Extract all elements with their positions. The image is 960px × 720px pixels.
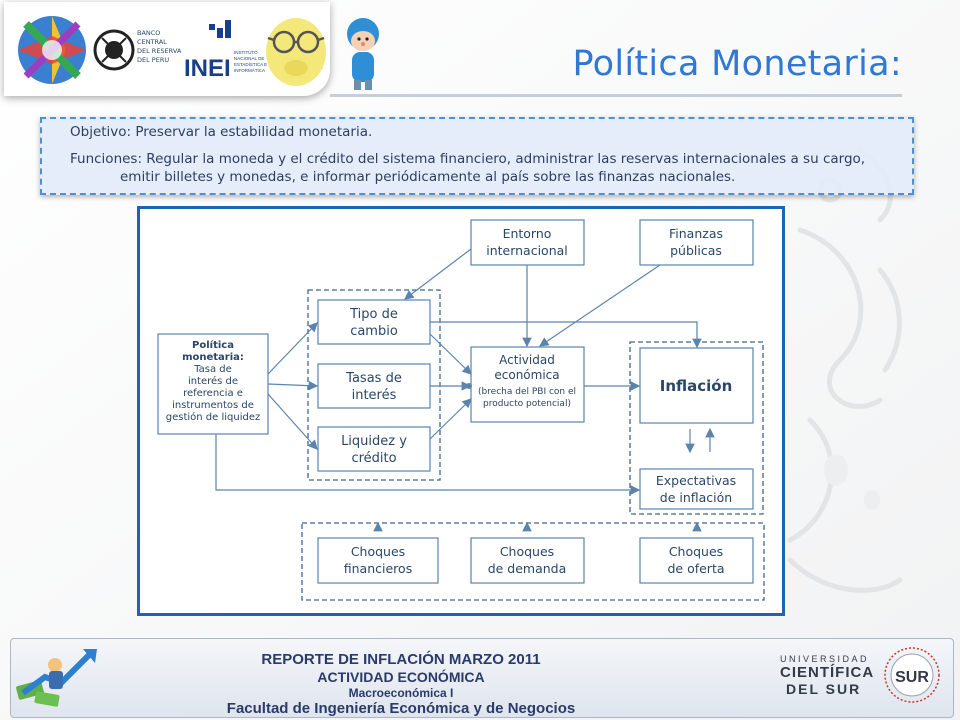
politica-line-2: monetaria: (182, 352, 244, 363)
actividad-line-1: Actividad (499, 353, 555, 367)
politica-line-3: Tasa de (193, 364, 232, 375)
finanzas-line-2: públicas (670, 243, 722, 258)
politica-monetaria-box (157, 333, 269, 435)
inei-sub-3: ESTADÍSTICA E (234, 61, 267, 67)
tipo-cambio-box (317, 299, 431, 345)
sur-seal-logo: SUR (884, 647, 940, 703)
inei-sub-2: NACIONAL DE (234, 56, 264, 61)
finanzas-line-1: Finanzas (669, 226, 723, 241)
monetary-policy-diagram: Política monetaria: Tasa de interés de r… (137, 206, 785, 616)
tipo-cambio-line-1: Tipo de (349, 307, 398, 322)
liquidez-line-2: crédito (351, 451, 396, 466)
inei-logo (209, 20, 231, 38)
tipo-cambio-line-2: cambio (350, 324, 398, 339)
choques-fin-line-1: Choques (351, 544, 405, 559)
liquidez-credito-box (317, 426, 431, 472)
choques-fin-line-2: financieros (344, 561, 412, 576)
politica-line-4: interés de (188, 375, 238, 387)
footer-line-3: Macroeconómica I (348, 686, 454, 700)
tasas-interes-line-1: Tasas de (345, 371, 402, 386)
bcrp-text-3: DEL RESERVA (137, 47, 182, 55)
politica-line-6: instrumentos de (172, 400, 254, 411)
cartoon-character-icon (347, 18, 379, 90)
bcrp-logo (93, 29, 135, 71)
choques-financieros-box (317, 537, 439, 584)
politica-line-1: Política (192, 339, 234, 351)
functions-line-2: emitir billetes y monedas, e informar pe… (120, 169, 736, 185)
university-line-2: CIENTÍFICA (780, 664, 875, 681)
politica-line-7: gestión de liquidez (166, 411, 261, 423)
entorno-line-1: Entorno (503, 226, 552, 241)
colorful-globe-logo (18, 16, 86, 84)
actividad-economica-box (470, 346, 585, 423)
footer-banner: REPORTE DE INFLACIÓN MARZO 2011 ACTIVIDA… (0, 630, 960, 720)
actividad-sub-1: (brecha del PBI con el (478, 387, 576, 397)
university-line-1: UNIVERSIDAD (780, 654, 870, 664)
inflacion-label: Inflación (660, 377, 733, 395)
expectativas-line-2: de inflación (660, 490, 732, 505)
politica-line-5: referencia e (183, 388, 243, 399)
piggy-bank-icon (266, 18, 326, 86)
money-growth-icon (16, 649, 97, 707)
bcrp-text-1: BANCO (137, 29, 160, 37)
page-title: Política Monetaria: (572, 44, 902, 84)
sur-seal-text: SUR (895, 669, 929, 686)
entorno-line-2: internacional (486, 243, 568, 258)
title-underline (330, 94, 902, 97)
bcrp-text-4: DEL PERU (137, 56, 169, 64)
footer-panel: REPORTE DE INFLACIÓN MARZO 2011 ACTIVIDA… (10, 638, 954, 718)
choques-ofe-line-1: Choques (669, 544, 723, 559)
functions-line-1: Funciones: Regular la moneda y el crédit… (70, 151, 866, 167)
finanzas-publicas-box (639, 219, 754, 266)
choques-demanda-box (470, 537, 585, 584)
diagram-arrows (215, 248, 715, 532)
inei-sub-4: INFORMÁTICA (234, 67, 265, 73)
expectativas-line-1: Expectativas (656, 473, 736, 488)
objective-text: Objetivo: Preservar la estabilidad monet… (70, 124, 373, 140)
tasas-interes-box (317, 363, 431, 409)
tasas-interes-line-2: interés (352, 388, 397, 403)
shocks-group (301, 522, 765, 601)
junction-dot (466, 383, 472, 389)
inei-text: INEI (184, 55, 231, 82)
choques-dem-line-1: Choques (500, 544, 554, 559)
footer-line-2: ACTIVIDAD ECONÓMICA (317, 669, 485, 685)
transmission-channels-group (307, 289, 441, 481)
inflacion-box (639, 347, 754, 424)
choques-ofe-line-2: de oferta (667, 561, 724, 576)
logo-panel: BANCO CENTRAL DEL RESERVA DEL PERU INEI … (4, 2, 330, 96)
actividad-sub-2: producto potencial) (483, 399, 571, 409)
bcrp-text-2: CENTRAL (137, 38, 167, 46)
objective-box: Objetivo: Preservar la estabilidad monet… (40, 117, 914, 195)
functions-text: Funciones: Regular la moneda y el crédit… (70, 150, 902, 186)
expectativas-inflacion-box (639, 468, 754, 510)
liquidez-line-1: Liquidez y (341, 434, 407, 449)
university-name: UNIVERSIDAD CIENTÍFICA DEL SUR (780, 654, 880, 697)
actividad-line-2: económica (494, 368, 559, 382)
choques-oferta-box (639, 537, 754, 584)
footer-line-1: REPORTE DE INFLACIÓN MARZO 2011 (261, 651, 541, 668)
entorno-internacional-box (470, 219, 585, 266)
footer-line-4: Facultad de Ingeniería Económica y de Ne… (226, 700, 576, 717)
inei-sub-1: INSTITUTO (234, 50, 258, 55)
university-line-3: DEL SUR (786, 681, 862, 697)
choques-dem-line-2: de demanda (488, 561, 567, 576)
